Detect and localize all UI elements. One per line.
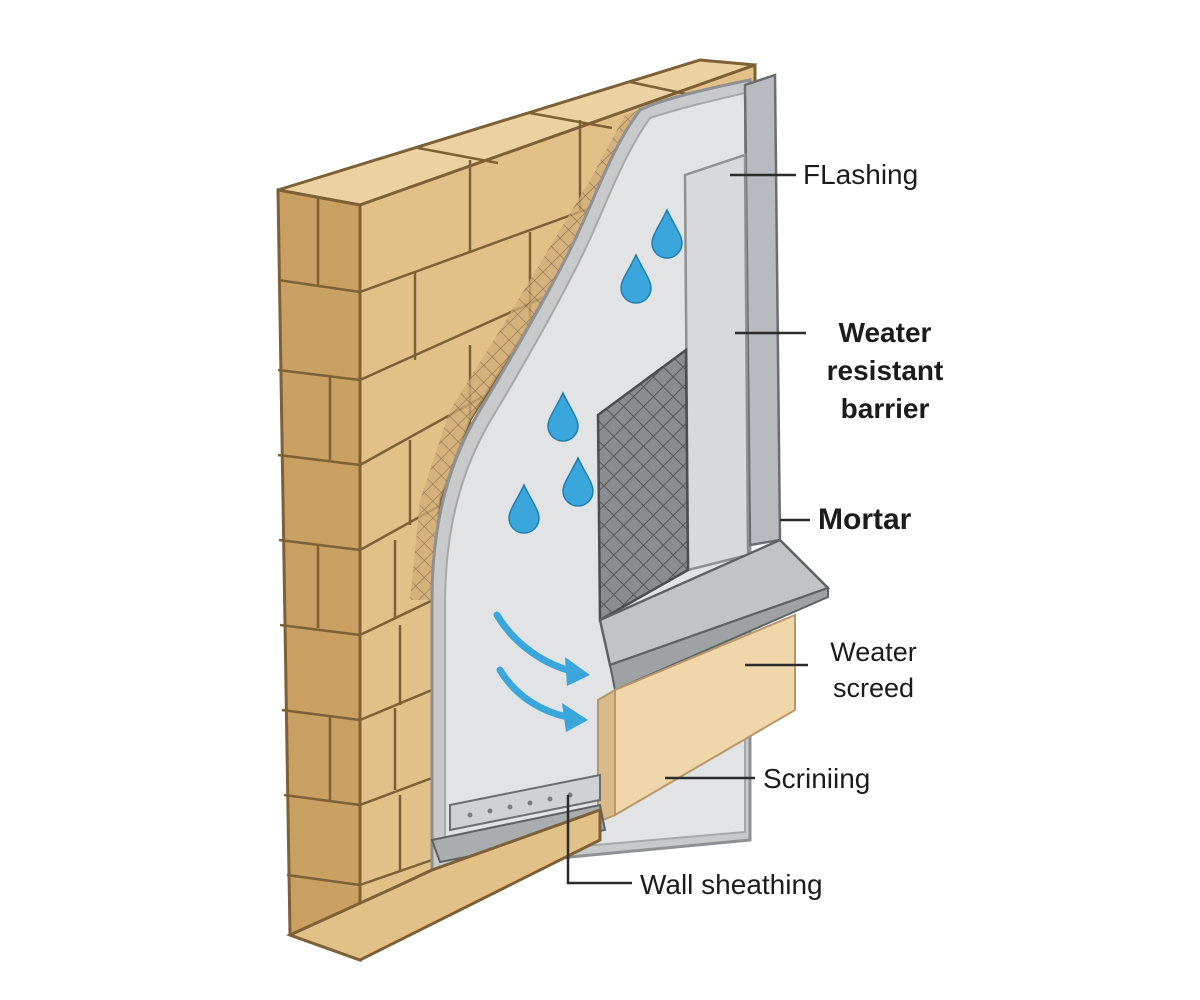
label-screed-line-2: screed bbox=[832, 673, 915, 703]
leader-lines bbox=[566, 173, 810, 885]
label-wall-sheathing: Wall sheathing bbox=[640, 869, 823, 900]
mortar-mesh-panel bbox=[596, 347, 690, 623]
water-drop-icon bbox=[620, 253, 652, 304]
label-weather-barrier-line-2: resistant bbox=[826, 355, 944, 386]
flashing-panel bbox=[683, 153, 750, 572]
airflow-arrow-icon bbox=[493, 611, 579, 676]
label-weather-barrier: Weater resistant barrier bbox=[810, 314, 960, 428]
airflow-arrows bbox=[493, 611, 579, 722]
weep-screed bbox=[598, 538, 831, 692]
airflow-arrowheads bbox=[562, 657, 590, 732]
water-drops bbox=[508, 208, 683, 534]
label-weather-barrier-line-3: barrier bbox=[840, 393, 930, 424]
leader-sheathing bbox=[566, 795, 632, 885]
label-scrim: Scriniing bbox=[763, 763, 871, 794]
label-mortar: Mortar bbox=[818, 503, 912, 536]
brick-wall-base bbox=[286, 807, 602, 962]
airflow-arrow-icon bbox=[496, 666, 576, 722]
water-drop-icon bbox=[651, 208, 683, 259]
water-drop-icon bbox=[508, 483, 540, 534]
flashing-strip bbox=[743, 73, 782, 547]
label-weather-barrier-line-1: Weater bbox=[838, 317, 932, 348]
bottom-track bbox=[430, 773, 607, 864]
label-screed: Weater screed bbox=[816, 634, 931, 706]
label-flashing: FLashing bbox=[803, 159, 919, 190]
water-drop-icon bbox=[562, 456, 594, 507]
water-drop-icon bbox=[547, 391, 579, 442]
label-screed-line-1: Weater bbox=[830, 637, 917, 667]
